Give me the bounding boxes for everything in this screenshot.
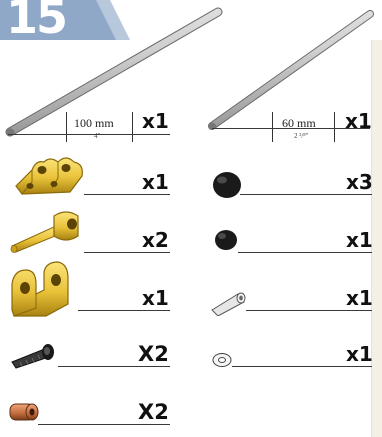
black-cap-small-leader (238, 252, 372, 253)
black-cap-large-leader (240, 194, 372, 195)
rod-100-dimension: 100 mm 4" (66, 112, 136, 146)
double-clevis-bracket-leader (84, 194, 170, 195)
copper-bushing-leader (38, 424, 170, 425)
clevis-bracket-quantity: x1 (142, 288, 169, 308)
small-tube-icon (208, 288, 248, 316)
clevis-bracket-leader (78, 310, 170, 311)
double-clevis-bracket-icon (12, 148, 90, 196)
rod-60-leader (212, 128, 370, 129)
hinge-pin-icon (8, 210, 86, 254)
black-screw-icon (8, 340, 58, 370)
copper-bushing-quantity: X2 (138, 402, 169, 423)
washer-quantity: x1 (346, 344, 373, 364)
clevis-bracket-icon (6, 260, 76, 320)
black-cap-small-quantity: x1 (346, 230, 373, 250)
rod-100-leader (8, 134, 170, 135)
black-cap-large-icon (210, 168, 244, 202)
rod-100-length-label: 100 mm (74, 116, 114, 131)
rod-60-imperial-label: 2 ³/⁸" (294, 132, 309, 140)
washer-icon (208, 350, 236, 370)
hinge-pin-leader (84, 252, 170, 253)
washer-leader (232, 366, 372, 367)
rod-60-dimension: 60 mm 2 ³/⁸" (272, 112, 336, 146)
black-cap-small-icon (212, 226, 240, 254)
hinge-pin-quantity: x2 (142, 230, 169, 250)
black-screw-quantity: X2 (138, 344, 169, 365)
black-screw-leader (58, 366, 170, 367)
double-clevis-bracket-quantity: x1 (142, 172, 169, 192)
small-tube-leader (246, 310, 372, 311)
copper-bushing-icon (6, 398, 42, 426)
black-cap-large-quantity: x3 (346, 172, 373, 192)
small-tube-quantity: x1 (346, 288, 373, 308)
rod-100-quantity: x1 (142, 111, 169, 131)
